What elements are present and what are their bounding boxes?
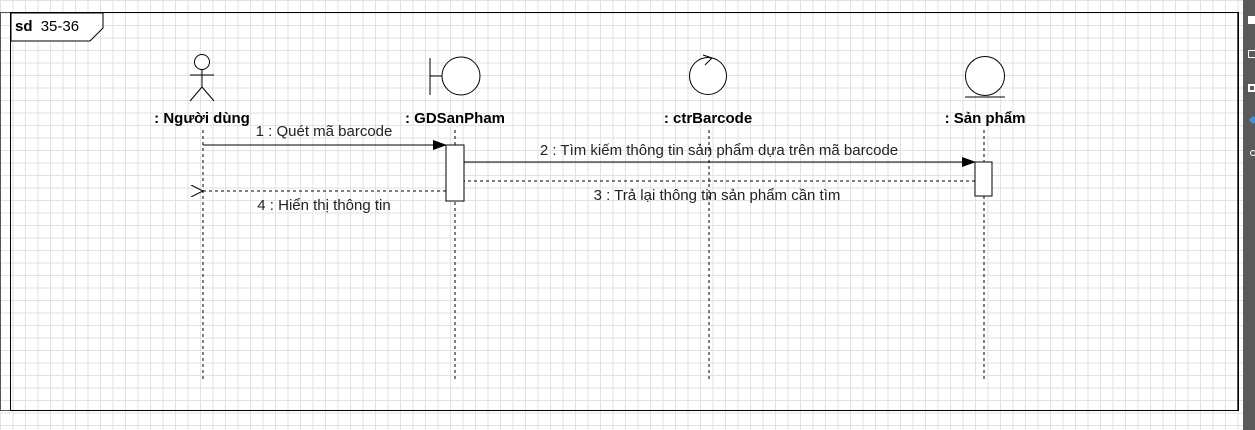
toolbar-square-icon[interactable] xyxy=(1248,16,1255,24)
toolbar-export-icon[interactable] xyxy=(1248,84,1255,92)
boundary-icon xyxy=(429,56,481,96)
actor-icon xyxy=(189,54,215,102)
message-2-label: 2 : Tìm kiếm thông tin sản phẩm dựa trên… xyxy=(540,142,898,159)
lifeline-label-nguoi-dung: : Người dùng xyxy=(154,110,250,127)
message-3-label: 3 : Trả lại thông tin sản phẩm cần tìm xyxy=(594,187,841,204)
lifeline-label-san-pham: : Sản phẩm xyxy=(945,110,1026,127)
frame-name-tag: sd 35-36 xyxy=(10,12,104,42)
lifeline-label-ctrbarcode: : ctrBarcode xyxy=(664,110,752,127)
frame-title: 35-36 xyxy=(41,18,79,35)
editor-toolbar-strip xyxy=(1243,0,1255,430)
svg-text:sd 35-36: sd 35-36 xyxy=(15,18,79,35)
entity-icon xyxy=(965,56,1005,98)
message-4-label: 4 : Hiển thị thông tin xyxy=(257,197,390,214)
activation-gdsanpham xyxy=(445,144,465,202)
lifeline-label-gdsanpham: : GDSanPham xyxy=(405,110,505,127)
control-icon xyxy=(689,54,727,95)
toolbar-circle-icon[interactable] xyxy=(1250,150,1255,156)
message-1-label: 1 : Quét mã barcode xyxy=(256,123,393,140)
activation-san-pham xyxy=(974,161,993,197)
frame-keyword: sd xyxy=(15,18,33,35)
sequence-frame xyxy=(10,12,1239,411)
toolbar-page-icon[interactable] xyxy=(1248,50,1255,58)
